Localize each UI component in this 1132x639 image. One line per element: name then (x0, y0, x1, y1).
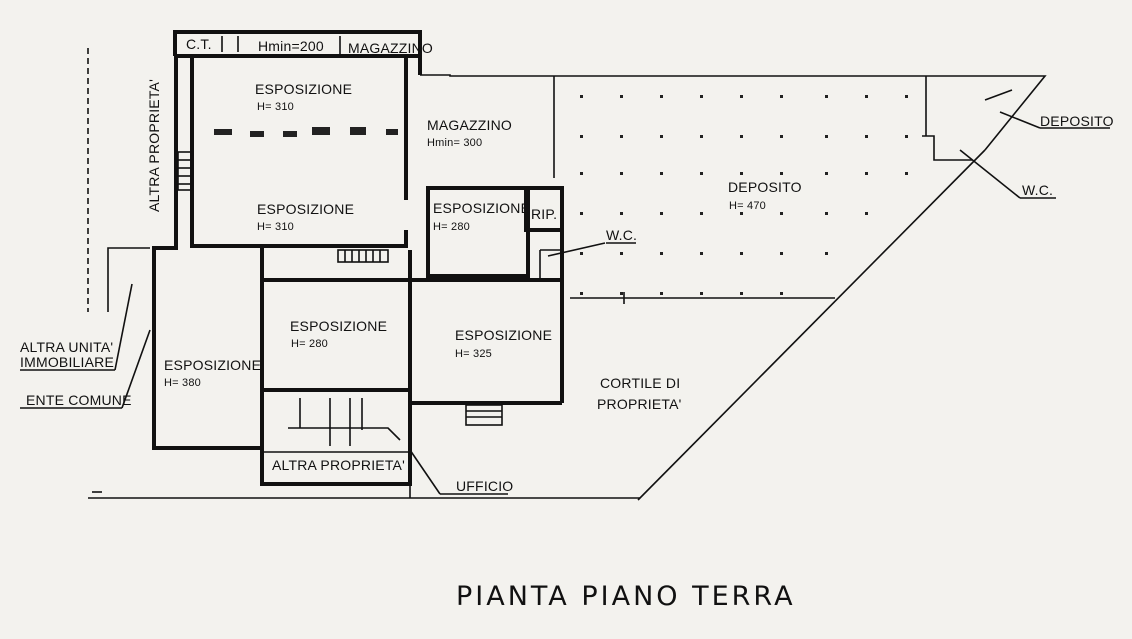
column-dot (660, 172, 663, 175)
column-dot (580, 95, 583, 98)
column-dot (660, 135, 663, 138)
column-dot (780, 172, 783, 175)
column-grid (580, 95, 908, 295)
altra-unita-label-1: ALTRA UNITA' (20, 339, 113, 355)
column-dot (620, 95, 623, 98)
column-dot (740, 212, 743, 215)
text-labels: C.T. Hmin=200 MAGAZZINO ESPOSIZIONE H= 3… (20, 36, 1114, 612)
wc-right-label: W.C. (1022, 182, 1053, 198)
rip-label: RIP. (531, 206, 557, 222)
column-dot (780, 292, 783, 295)
column-dot (740, 292, 743, 295)
column-dot (780, 135, 783, 138)
altra-unita-label-2: IMMOBILIARE (20, 354, 114, 370)
column-dot (825, 212, 828, 215)
room-esposizione-4-height: H= 280 (291, 338, 328, 350)
column-dot (620, 172, 623, 175)
magazzino-top-label: MAGAZZINO (348, 40, 433, 56)
room-deposito-name: DEPOSITO (728, 179, 802, 195)
column-dot (660, 95, 663, 98)
column-dot (825, 252, 828, 255)
column-dot (700, 252, 703, 255)
column-dot (740, 252, 743, 255)
column-dot (825, 95, 828, 98)
column-dot (865, 172, 868, 175)
room-esposizione-3-name: ESPOSIZIONE (433, 200, 530, 216)
altra-proprieta-vertical-label: ALTRA PROPRIETA' (146, 79, 162, 212)
column-dot (780, 95, 783, 98)
column-dot (620, 135, 623, 138)
column-dot (700, 135, 703, 138)
room-esposizione-3-height: H= 280 (433, 221, 470, 233)
column-dot (780, 212, 783, 215)
room-magazzino-height: Hmin= 300 (427, 137, 482, 149)
ente-comune-label: ENTE COMUNE (26, 392, 132, 408)
hmin200-label: Hmin=200 (258, 38, 324, 54)
column-dot (825, 135, 828, 138)
property-lines (87, 48, 1047, 501)
plan-title: PIANTA PIANO TERRA (456, 581, 796, 612)
column-dot (580, 292, 583, 295)
room-esposizione-6-name: ESPOSIZIONE (164, 357, 261, 373)
column-dot (660, 212, 663, 215)
column-dot (580, 252, 583, 255)
column-dot (825, 172, 828, 175)
column-dot (580, 212, 583, 215)
column-dot (620, 292, 623, 295)
column-dot (700, 212, 703, 215)
column-dot (660, 292, 663, 295)
room-esposizione-2-name: ESPOSIZIONE (257, 201, 354, 217)
room-esposizione-2-height: H= 310 (257, 221, 294, 233)
column-dot (740, 135, 743, 138)
room-esposizione-5-name: ESPOSIZIONE (455, 327, 552, 343)
column-dot (905, 172, 908, 175)
column-dot (580, 135, 583, 138)
column-dot (700, 292, 703, 295)
column-dot (905, 95, 908, 98)
wc-mid-label: W.C. (606, 227, 637, 243)
column-dot (740, 95, 743, 98)
room-esposizione-6-height: H= 380 (164, 377, 201, 389)
column-dot (865, 135, 868, 138)
deposito-tag-label: DEPOSITO (1040, 113, 1114, 129)
column-dot (620, 212, 623, 215)
column-dot (865, 212, 868, 215)
column-dot (580, 172, 583, 175)
room-esposizione-1-height: H= 310 (257, 101, 294, 113)
column-dot (905, 135, 908, 138)
building-walls (152, 30, 564, 486)
column-dot (740, 172, 743, 175)
column-dot (620, 252, 623, 255)
column-dot (700, 95, 703, 98)
cortile-label-1: CORTILE DI (600, 375, 680, 391)
deposito-area (553, 76, 1013, 304)
column-dot (700, 172, 703, 175)
room-magazzino-name: MAGAZZINO (427, 117, 512, 133)
ct-label: C.T. (186, 36, 212, 52)
leader-lines (20, 111, 1110, 495)
column-dot (660, 252, 663, 255)
ufficio-label: UFFICIO (456, 478, 513, 494)
altra-proprieta-bottom-label: ALTRA PROPRIETA' (272, 457, 405, 473)
room-esposizione-5-height: H= 325 (455, 348, 492, 360)
column-dot (865, 95, 868, 98)
room-deposito-height: H= 470 (729, 200, 766, 212)
room-esposizione-4-name: ESPOSIZIONE (290, 318, 387, 334)
cortile-label-2: PROPRIETA' (597, 396, 682, 412)
column-dot (780, 252, 783, 255)
partition-piers (214, 127, 398, 137)
room-esposizione-1-name: ESPOSIZIONE (255, 81, 352, 97)
